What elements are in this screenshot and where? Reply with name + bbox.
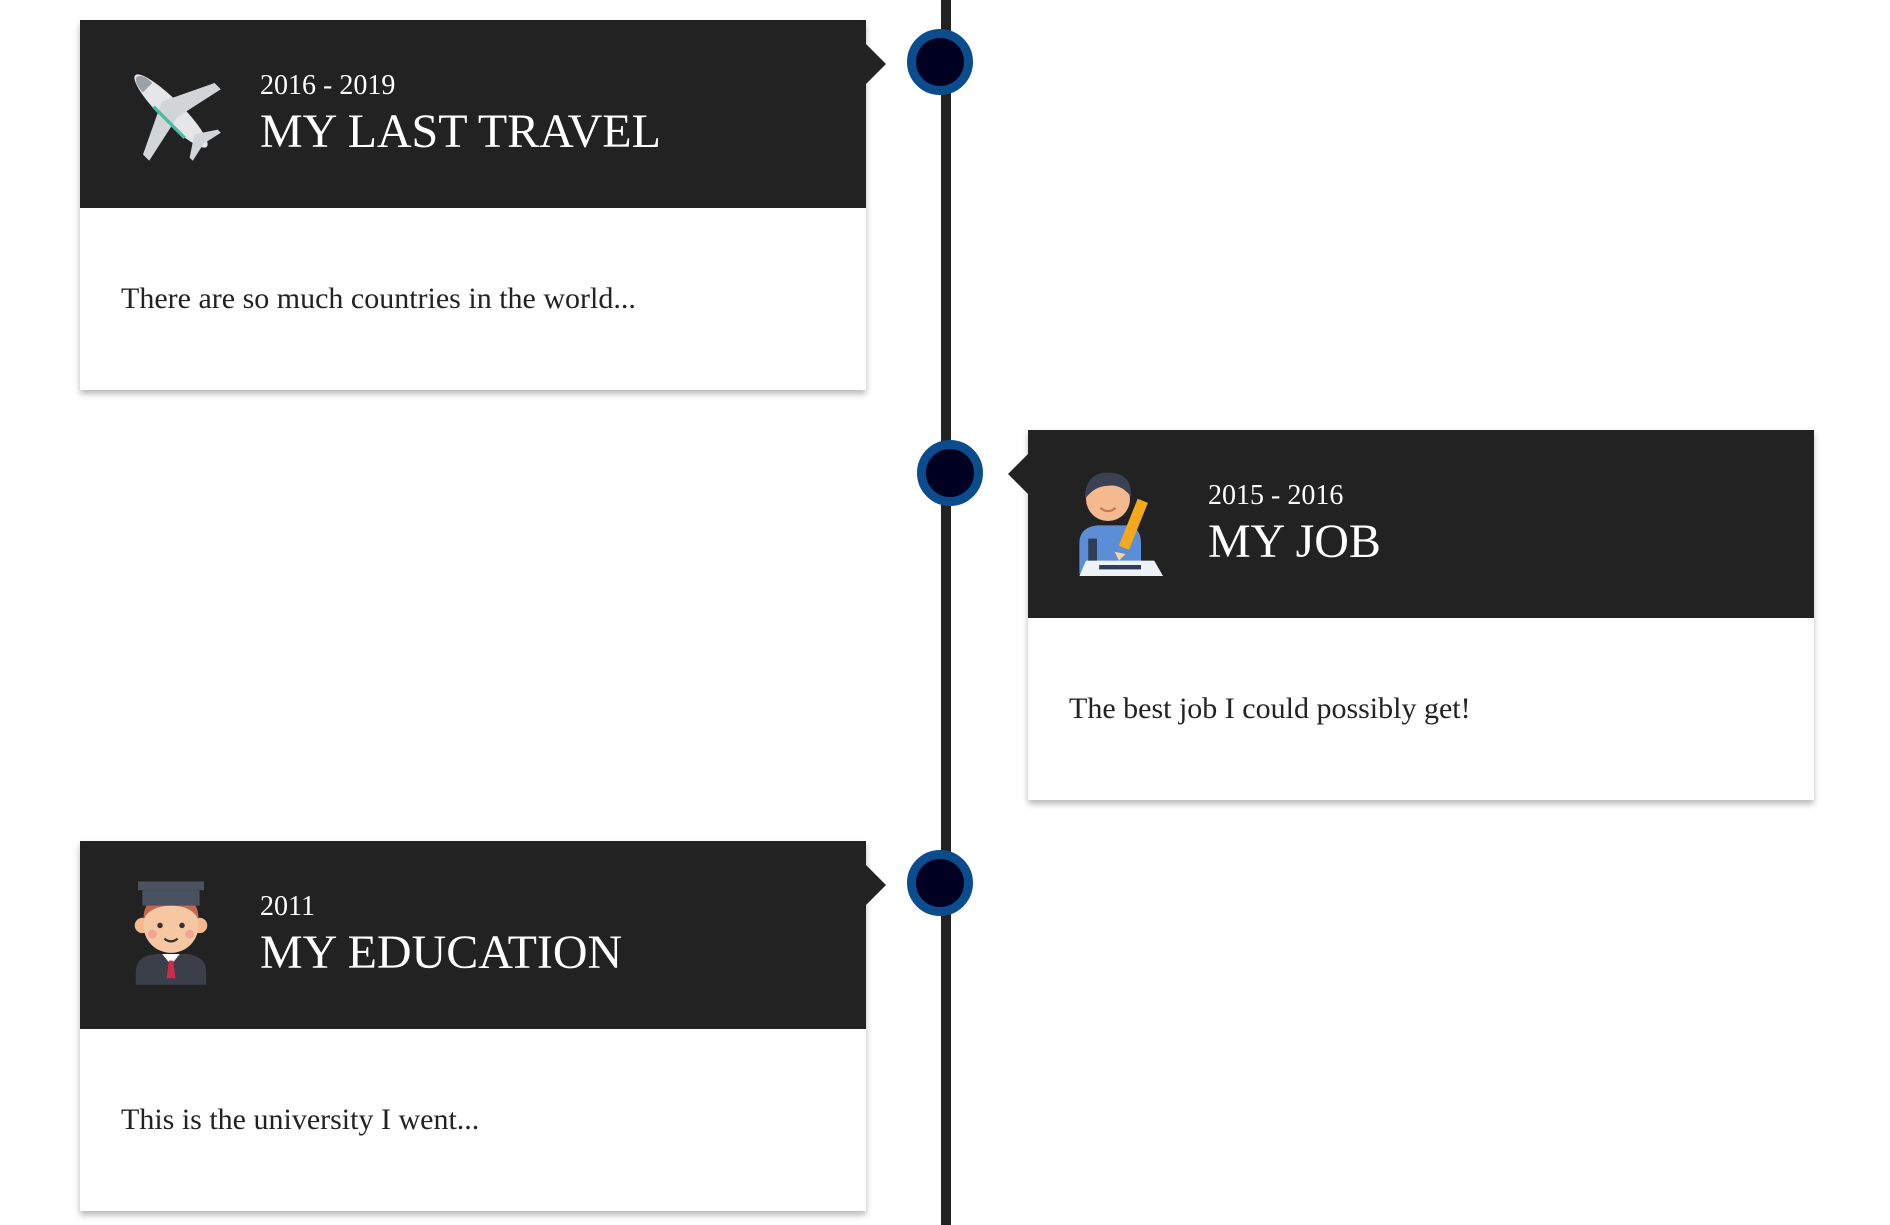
card-title: MY LAST TRAVEL [260, 105, 661, 158]
card-body: There are so much countries in the world… [80, 208, 866, 390]
card-date: 2011 [260, 891, 315, 922]
airplane-icon [116, 56, 226, 166]
card-date: 2016 - 2019 [260, 70, 396, 101]
card-description: This is the university I went... [121, 1103, 480, 1136]
card-header: 2015 - 2016 MY JOB [1008, 430, 1814, 618]
timeline-dot [907, 29, 973, 95]
timeline-card-education: 2011 MY EDUCATION This is the university… [80, 841, 886, 1211]
graduate-student-icon [116, 877, 226, 987]
timeline-card-travel: 2016 - 2019 MY LAST TRAVEL There are so … [80, 20, 886, 390]
card-body: The best job I could possibly get! [1028, 618, 1814, 800]
card-title: MY EDUCATION [260, 926, 623, 979]
card-title: MY JOB [1208, 515, 1381, 568]
card-body: This is the university I went... [80, 1029, 866, 1211]
timeline-dot [907, 850, 973, 916]
timeline-dot [917, 440, 983, 506]
card-header: 2016 - 2019 MY LAST TRAVEL [80, 20, 886, 208]
worker-writing-icon [1064, 466, 1174, 576]
card-date: 2015 - 2016 [1208, 480, 1344, 511]
timeline-card-job: 2015 - 2016 MY JOB The best job I could … [1008, 430, 1814, 800]
card-header: 2011 MY EDUCATION [80, 841, 886, 1029]
card-description: There are so much countries in the world… [121, 282, 636, 315]
card-description: The best job I could possibly get! [1069, 692, 1471, 725]
timeline-line [941, 0, 951, 1225]
